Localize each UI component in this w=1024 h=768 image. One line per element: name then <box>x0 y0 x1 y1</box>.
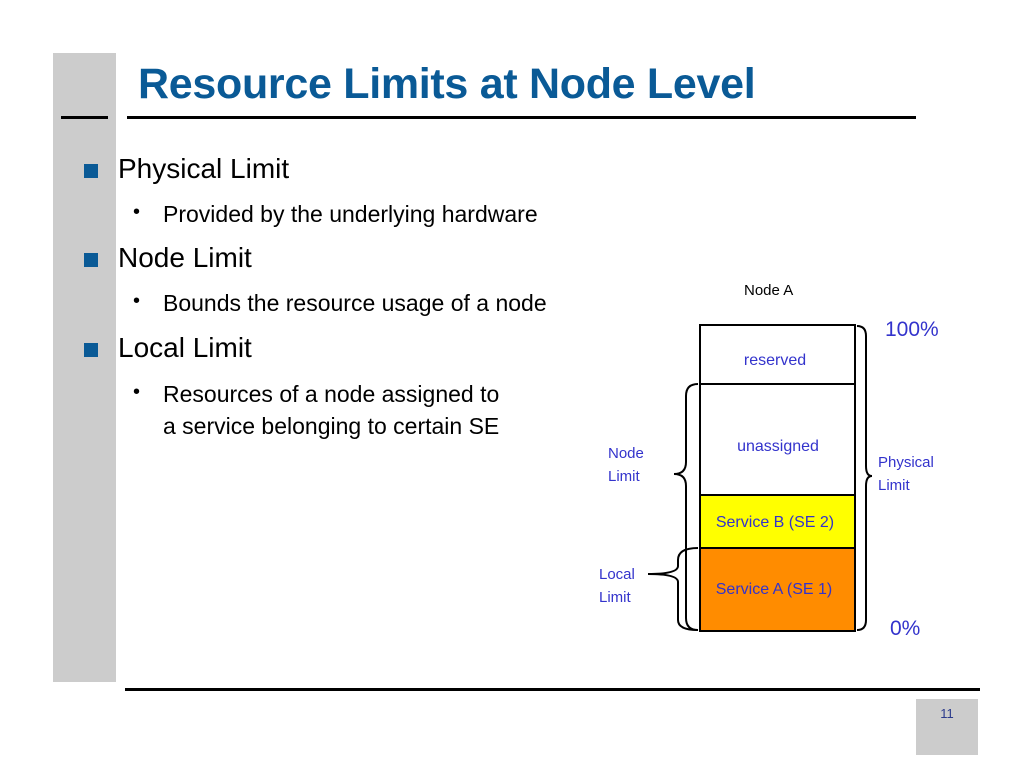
sub-bullet-service-line2: a service belonging to certain SE <box>163 413 500 439</box>
segment-unassigned-label: unassigned <box>737 438 819 455</box>
node-limit-label-line2: Limit <box>608 468 640 485</box>
node-limit-label-line1: Node <box>608 445 644 462</box>
segment-reserved <box>699 324 856 385</box>
local-limit-brace <box>647 547 699 631</box>
segment-reserved-label: reserved <box>744 352 806 369</box>
percent-top: 100% <box>885 318 939 341</box>
page-number-box: 11 <box>916 699 978 755</box>
bullet-node-limit: Node Limit <box>118 242 252 273</box>
node-limit-label: Node Limit <box>608 442 644 488</box>
footer-rule <box>125 688 980 691</box>
node-limit-brace <box>673 383 699 631</box>
sub-bullet-node-usage: Bounds the resource usage of a node <box>163 290 547 316</box>
dot-bullet-icon: • <box>133 201 141 223</box>
square-bullet-icon <box>84 253 98 267</box>
dot-bullet-icon: • <box>133 381 141 403</box>
segment-service-a-label: Service A (SE 1) <box>716 581 833 598</box>
title-rule <box>127 116 916 119</box>
segment-unassigned <box>699 383 856 496</box>
percent-bottom: 0% <box>890 617 921 640</box>
square-bullet-icon <box>84 343 98 357</box>
square-bullet-icon <box>84 164 98 178</box>
bullet-physical-limit: Physical Limit <box>118 153 290 184</box>
physical-limit-label-line2: Limit <box>878 477 910 494</box>
title-rule-left <box>61 116 108 119</box>
page-number: 11 <box>940 706 954 721</box>
sub-bullet-hardware: Provided by the underlying hardware <box>163 201 538 227</box>
node-stack <box>699 324 856 632</box>
node-title: Node A <box>744 282 794 299</box>
physical-limit-brace <box>856 325 873 631</box>
segment-service-b-label: Service B (SE 2) <box>716 514 834 531</box>
local-limit-label: Local Limit <box>599 563 635 609</box>
physical-limit-label-line1: Physical <box>878 454 934 471</box>
segment-service-a <box>699 547 856 632</box>
local-limit-label-line2: Limit <box>599 589 631 606</box>
local-limit-label-line1: Local <box>599 566 635 583</box>
slide-sidebar <box>53 53 116 682</box>
slide-title: Resource Limits at Node Level <box>138 60 756 108</box>
bullet-local-limit: Local Limit <box>118 332 252 363</box>
sub-bullet-service-line1: Resources of a node assigned to <box>163 381 500 407</box>
dot-bullet-icon: • <box>133 290 141 312</box>
physical-limit-label: Physical Limit <box>878 451 934 497</box>
